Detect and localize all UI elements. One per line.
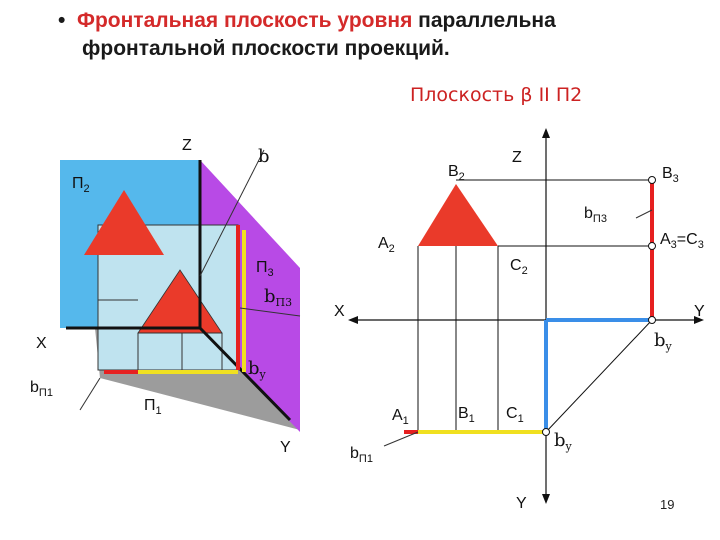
label-b3: B3 [662,165,679,185]
constant-line [545,319,653,433]
left-b-label: b [258,146,270,167]
left-y-label: Y [280,439,291,456]
left-by-label: by [248,358,267,381]
subtitle-prefix: Плоскость [410,84,515,106]
label-by-bottom: by [554,430,573,453]
label-by-right: by [654,330,673,353]
left-x-label: X [36,335,47,352]
label-bp3: bП3 [584,205,607,225]
left-z-label: Z [182,137,192,154]
right-z-label: Z [512,149,522,166]
left-p2-label: П2 [72,175,90,195]
label-a1: A1 [392,407,409,427]
subtitle: Плоскость β II П2 [410,84,582,106]
label-a3c3: A3=C3 [660,231,704,251]
right-epure-view: Z B2 B3 bП3 A2 A3=C3 C2 X Y by A1 B1 C1 … [334,128,705,512]
triangle-p2 [84,190,164,255]
label-c1: C1 [506,405,524,425]
right-y-top-label: Y [694,303,705,320]
right-y-bottom-label: Y [516,495,527,512]
title-black-text: параллельна [412,9,556,32]
title-line-1: • Фронтальная плоскость уровня параллель… [58,8,556,34]
label-bp1-right: bП1 [350,445,373,465]
left-p1-label: П1 [144,397,162,417]
label-c2: C2 [510,257,528,277]
left-y-axis [198,326,292,422]
triangle-front [418,184,498,246]
subtitle-parallel: II [538,84,550,106]
left-bp1-label: bП1 [30,379,53,399]
title-red-text: Фронтальная плоскость уровня [77,9,413,32]
label-a2: A2 [378,235,395,255]
title-bullet: • [58,9,66,32]
subtitle-plane: П2 [555,84,583,106]
page-number: 19 [660,497,675,512]
subtitle-beta: β [520,84,533,106]
left-bp3-label: bП3 [264,286,292,309]
label-b2: B2 [448,163,465,183]
label-b1: B1 [458,405,475,425]
right-x-label: X [334,303,345,320]
title-line-2: фронтальной плоскости проекций. [82,37,450,60]
left-p3-label: П3 [256,259,274,279]
left-3d-view: Z b П2 П3 bП3 X by bП1 П1 Y [30,137,301,456]
